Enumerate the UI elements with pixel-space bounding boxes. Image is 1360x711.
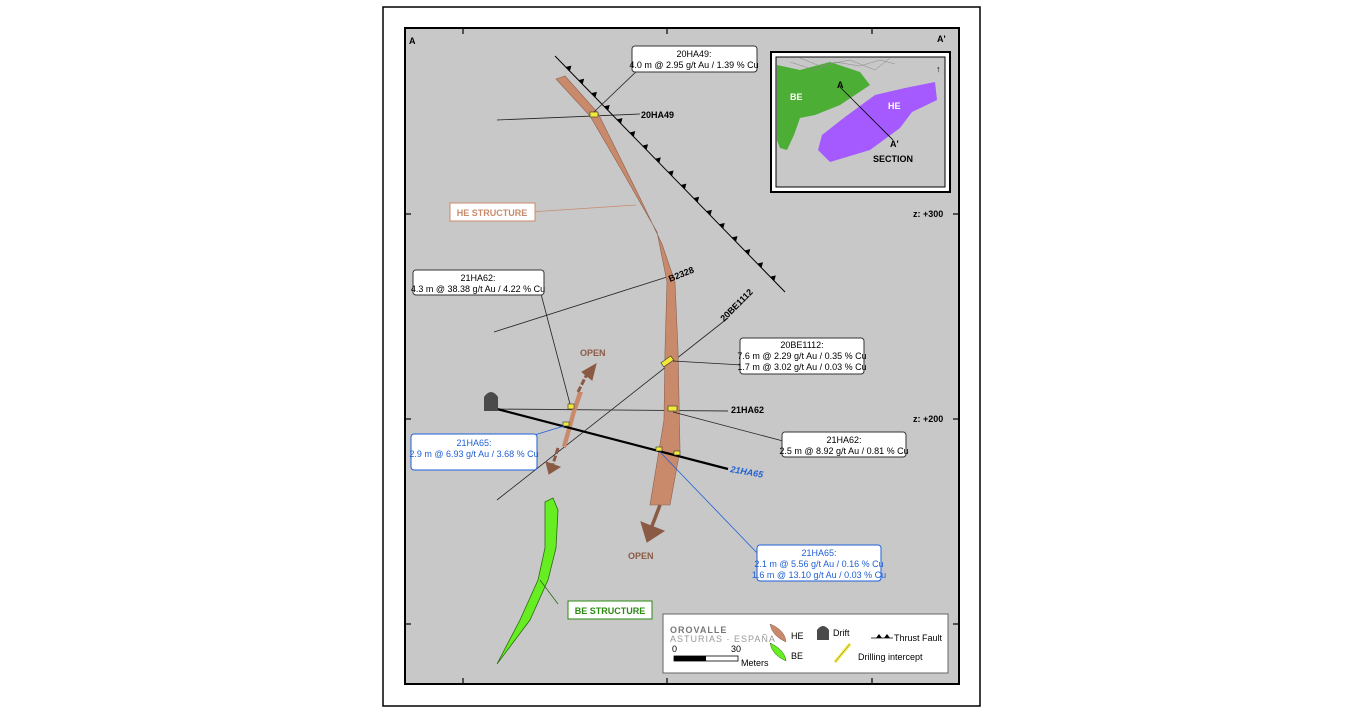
thrust-fault-tooth: [591, 91, 597, 98]
thrust-fault-tooth: [578, 78, 585, 85]
svg-text:21HA65:: 21HA65:: [801, 548, 836, 558]
inset-drift-network: [789, 57, 896, 71]
thrust-fault-tooth: [757, 262, 764, 268]
legend-be-label: BE: [791, 651, 803, 661]
svg-text:2.5 m @ 8.92 g/t Au / 0.81 % C: 2.5 m @ 8.92 g/t Au / 0.81 % Cu: [779, 446, 908, 456]
thrust-fault-tooth: [655, 157, 661, 164]
drillhole-21HA62: [491, 408, 729, 412]
legend-he-swatch: [769, 623, 787, 643]
svg-text:20BE1112:: 20BE1112:: [780, 340, 823, 350]
thrust-fault-tooth: [565, 65, 572, 72]
drillhole-label-21HA62: 21HA62: [731, 405, 764, 415]
svg-text:4.3 m @ 38.38 g/t Au / 4.22 %: 4.3 m @ 38.38 g/t Au / 4.22 % Cu: [411, 284, 545, 294]
thrust-fault-tooth: [604, 104, 610, 111]
callout-21HA62-upper: 21HA62: 4.3 m @ 38.38 g/t Au / 4.22 % Cu: [411, 269, 545, 296]
svg-text:2.1 m @ 5.56 g/t Au / 0.16 % C: 2.1 m @ 5.56 g/t Au / 0.16 % Cu: [754, 559, 883, 569]
drillhole-21HA65: [496, 407, 729, 471]
frame-ticks: [405, 28, 959, 684]
legend-he-label: HE: [791, 631, 804, 641]
legend-thrust-fault-label: Thrust Fault: [894, 633, 943, 643]
svg-text:7.6 m @ 2.29 g/t Au / 0.35 % C: 7.6 m @ 2.29 g/t Au / 0.35 % Cu: [737, 351, 866, 361]
he-structure-label-box: [449, 202, 536, 222]
he-structure-segment: [562, 392, 583, 448]
be-structure-label: BE STRUCTURE: [575, 606, 646, 616]
svg-text:20HA49:: 20HA49:: [676, 49, 711, 59]
inset-be-area: [777, 62, 870, 150]
scale-start-label: 0: [672, 644, 677, 654]
drillhole-label-20HA49: 20HA49: [641, 110, 674, 120]
callout-20HA49: 20HA49: 4.0 m @ 2.95 g/t Au / 1.39 % Cu: [629, 45, 759, 73]
scale-unit-label: Meters: [741, 658, 769, 668]
thrust-fault-tooth: [770, 275, 776, 282]
svg-text:2.9 m @ 6.93 g/t Au / 3.68 % C: 2.9 m @ 6.93 g/t Au / 3.68 % Cu: [409, 449, 538, 459]
thrust-fault-tooth: [629, 131, 636, 137]
svg-text:1.6 m @ 13.10 g/t Au / 0.03 %: 1.6 m @ 13.10 g/t Au / 0.03 % Cu: [752, 570, 886, 580]
thrust-fault-tooth: [680, 183, 687, 190]
open-label-upper: OPEN: [580, 348, 606, 358]
legend-drift-label: Drift: [833, 628, 850, 638]
callout-21HA65-right: 21HA65: 2.1 m @ 5.56 g/t Au / 0.16 % Cu …: [752, 544, 886, 582]
inset-section-label: SECTION: [873, 154, 913, 164]
thrust-fault-tooth: [744, 249, 751, 255]
thrust-fault-tooth: [731, 236, 738, 242]
corner-label-a-prime: A': [937, 34, 946, 44]
corner-label-a: A: [409, 36, 416, 46]
be-structure-label-box: [567, 600, 653, 620]
inset-location-map: BE HE A A' SECTION ↑: [770, 51, 951, 193]
inset-a-prime-label: A': [890, 139, 899, 149]
svg-text:1.7 m @ 3.02 g/t Au / 0.03 % C: 1.7 m @ 3.02 g/t Au / 0.03 % Cu: [737, 362, 866, 372]
thrust-fault-tooth: [706, 209, 712, 216]
svg-text:21HA62:: 21HA62:: [826, 435, 861, 445]
legend-drift-icon: [817, 626, 829, 640]
callout-20BE1112: 20BE1112: 7.6 m @ 2.29 g/t Au / 0.35 % C…: [737, 337, 867, 375]
svg-text:21HA65:: 21HA65:: [456, 438, 491, 448]
orovalle-logo: OROVALLE: [670, 625, 727, 635]
open-label-lower: OPEN: [628, 551, 654, 561]
elevation-label-200: z: +200: [913, 414, 943, 424]
callout-21HA65-left: 21HA65: 2.9 m @ 6.93 g/t Au / 3.68 % Cu: [409, 433, 539, 471]
legend-be-swatch: [769, 642, 787, 662]
he-structure-label: HE STRUCTURE: [457, 208, 528, 218]
thrust-fault-tooth: [719, 222, 725, 229]
drillhole-20HA49: [496, 113, 641, 121]
drift-icon: [484, 392, 498, 411]
open-arrows: [545, 362, 666, 543]
inset-be-label: BE: [790, 92, 803, 102]
thrust-fault-tooth: [642, 144, 649, 150]
svg-text:21HA62:: 21HA62:: [460, 273, 495, 283]
thrust-fault-tooth: [667, 170, 674, 177]
inset-he-area: [818, 82, 937, 162]
orovalle-logo-sub: ASTURIAS · ESPAÑA: [670, 634, 776, 644]
thrust-fault: [554, 55, 786, 293]
svg-text:4.0 m @ 2.95 g/t Au / 1.39 % C: 4.0 m @ 2.95 g/t Au / 1.39 % Cu: [629, 60, 758, 70]
thrust-fault-tooth: [616, 118, 623, 124]
scale-end-label: 30: [731, 644, 741, 654]
inset-a-label: A: [837, 80, 844, 90]
elevation-label-300: z: +300: [913, 209, 943, 219]
be-structure: [496, 497, 559, 665]
inset-section-line: [839, 86, 894, 141]
callout-21HA62-lower: 21HA62: 2.5 m @ 8.92 g/t Au / 0.81 % Cu: [779, 431, 909, 458]
inset-he-label: HE: [888, 101, 901, 111]
he-structure: [555, 75, 681, 506]
north-arrow-icon: ↑: [936, 64, 941, 74]
legend-intercept-label: Drilling intercept: [858, 652, 923, 662]
legend: OROVALLE ASTURIAS · ESPAÑA 0 30 Meters H…: [662, 613, 949, 674]
drillhole-B2328: [493, 276, 668, 333]
drilling-intercepts: [562, 111, 681, 456]
thrust-fault-tooth: [693, 196, 700, 203]
